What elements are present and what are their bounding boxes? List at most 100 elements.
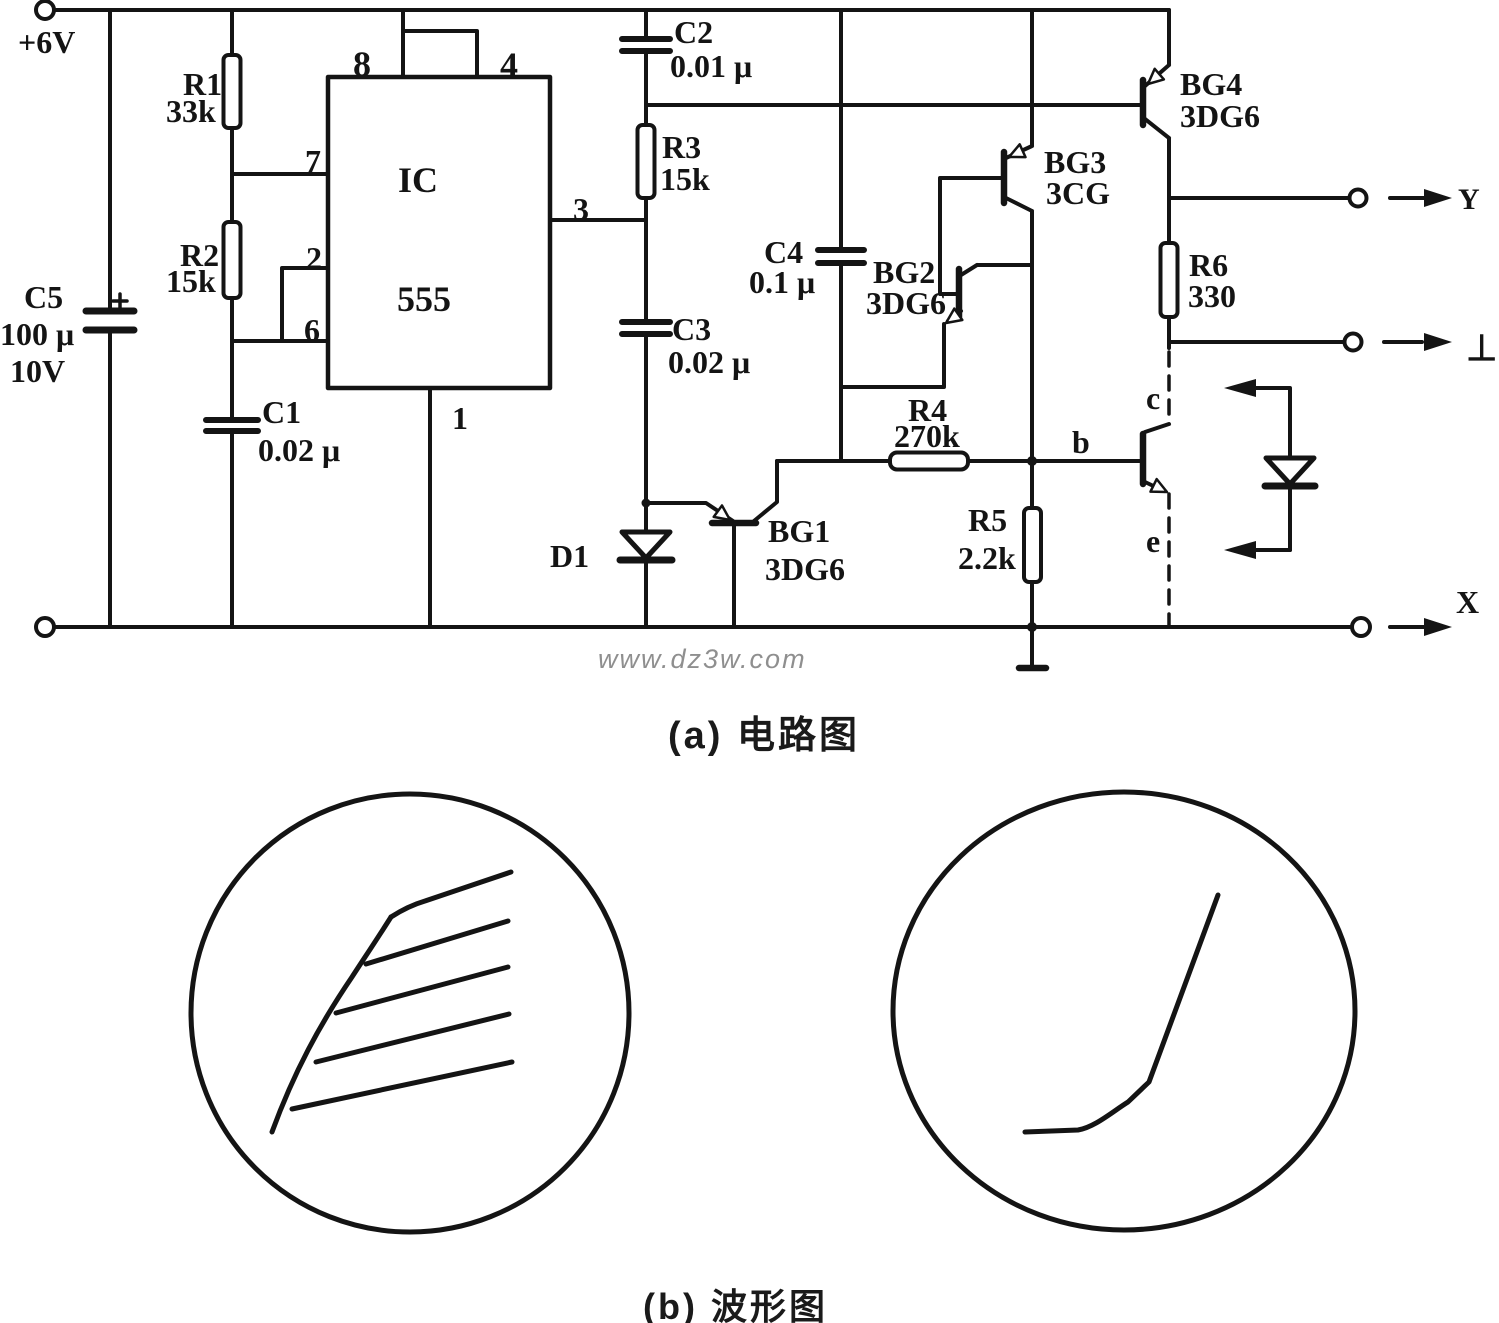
d1-ref: D1 xyxy=(550,538,590,574)
curve-5 xyxy=(289,1059,515,1112)
r1-ref: R1 xyxy=(183,66,223,102)
r1-value: 33k xyxy=(166,93,216,129)
bg3-ref: BG3 xyxy=(1044,144,1107,180)
bg4-arrow xyxy=(1146,67,1166,86)
bg3-emitter-arrow xyxy=(1007,143,1027,159)
transistor-bg1 xyxy=(644,459,779,629)
pin4-wire xyxy=(401,29,479,79)
diode-triangle xyxy=(1263,455,1317,487)
bg2-base xyxy=(938,176,1005,296)
c4-ref: C4 xyxy=(764,234,804,270)
curve-spine xyxy=(269,914,394,1135)
r2-value: 15k xyxy=(166,263,216,299)
bg3-emitter xyxy=(1004,8,1034,160)
bg2-ref: BG2 xyxy=(873,254,936,290)
pin-3: 3 xyxy=(573,191,589,227)
c3-value: 0.02 μ xyxy=(668,344,751,380)
watermark: www.dz3w.com xyxy=(598,644,807,674)
vcc-label: +6V xyxy=(18,24,76,60)
bg2-type: 3DG6 xyxy=(866,285,946,321)
bg2-collector xyxy=(959,263,1034,277)
caption-waveform: (b) 波形图 xyxy=(643,1286,828,1323)
y-arrowhead xyxy=(1424,189,1452,207)
curve-2 xyxy=(363,918,511,967)
c1-value: 0.02 μ xyxy=(258,432,341,468)
c2-value: 0.01 μ xyxy=(670,48,753,84)
c1-ref: C1 xyxy=(262,394,302,430)
caption-circuit: (a) 电路图 xyxy=(668,715,861,757)
bg1-collector xyxy=(752,459,779,523)
terminal-y xyxy=(1167,187,1452,209)
bg1-emitter-arrow xyxy=(712,504,732,522)
pin-8: 8 xyxy=(353,44,371,84)
dut-c-label: c xyxy=(1146,380,1161,416)
bg1-type: 3DG6 xyxy=(765,551,845,587)
transistor-bg2 xyxy=(841,176,1034,389)
c2-ref: C2 xyxy=(674,14,714,50)
bg2-emitter-arrow xyxy=(944,307,964,325)
top-power-rail xyxy=(34,0,1171,21)
probe-arrow-top xyxy=(1224,379,1256,397)
bottom-rail xyxy=(34,616,1372,638)
resistor-r2 xyxy=(221,220,243,422)
c5-voltage: 10V xyxy=(10,353,66,389)
pin-2: 2 xyxy=(306,240,322,276)
r4-ref: R4 xyxy=(908,392,948,428)
r4-value: 270k xyxy=(894,418,960,454)
capacitor-c1 xyxy=(203,417,261,629)
dut-collector xyxy=(1143,422,1171,434)
r3-value: 15k xyxy=(660,161,710,197)
resistor-r6 xyxy=(1158,241,1180,350)
curve-4 xyxy=(313,1011,512,1065)
waveform-circle-right xyxy=(890,789,1358,1233)
diode-d1 xyxy=(616,501,676,629)
transistor-bg3 xyxy=(1000,8,1034,463)
ground-terminal-label: ⊥ xyxy=(1466,328,1498,368)
waveform-circle-left xyxy=(188,791,632,1235)
r6-value: 330 xyxy=(1188,278,1236,314)
r2-ref: R2 xyxy=(180,237,220,273)
ic-part: 555 xyxy=(397,279,451,319)
diode-curve xyxy=(1022,892,1221,1135)
capacitor-c5 xyxy=(82,8,138,629)
dut-diode xyxy=(1224,379,1319,559)
ic-label: IC xyxy=(398,160,439,200)
c5-plus-mark xyxy=(111,292,129,310)
capacitor-c2 xyxy=(619,8,673,127)
dut-e-label: e xyxy=(1146,523,1161,559)
bg4-emitter xyxy=(1143,117,1171,245)
c4-value: 0.1 μ xyxy=(749,264,816,300)
ground-arrowhead xyxy=(1424,333,1452,351)
capacitor-c4 xyxy=(815,8,867,463)
c3-ref: C3 xyxy=(672,311,712,347)
resistor-r1 xyxy=(221,8,243,224)
pin-7: 7 xyxy=(305,143,321,179)
x-terminal-label: X xyxy=(1456,584,1480,620)
dut-b-label: b xyxy=(1072,424,1090,460)
curve-1 xyxy=(388,869,514,920)
bg2-emitter-wire xyxy=(841,322,946,389)
transistor-bg4 xyxy=(1139,8,1171,245)
curve-3 xyxy=(333,964,511,1016)
bg3-type: 3CG xyxy=(1046,175,1110,211)
r6-ref: R6 xyxy=(1189,247,1229,283)
bg4-type: 3DG6 xyxy=(1180,98,1260,134)
pin2-wire xyxy=(280,266,330,343)
c5-value: 100 μ xyxy=(0,316,75,352)
resistor-r3 xyxy=(635,123,657,324)
y-terminal-label: Y xyxy=(1458,183,1480,216)
x-arrowhead xyxy=(1424,618,1452,636)
terminal-x xyxy=(1388,618,1452,636)
r3-ref: R3 xyxy=(662,129,702,165)
r5-value: 2.2k xyxy=(958,540,1016,576)
ic-555-outline xyxy=(230,8,648,629)
capacitor-c3 xyxy=(619,319,673,505)
dut-emitter-arrow xyxy=(1149,477,1169,494)
pin-6: 6 xyxy=(304,312,320,348)
c5-ref: C5 xyxy=(24,279,64,315)
bg1-ref: BG1 xyxy=(768,513,831,549)
pin-1: 1 xyxy=(452,400,468,436)
r5-ref: R5 xyxy=(968,502,1008,538)
